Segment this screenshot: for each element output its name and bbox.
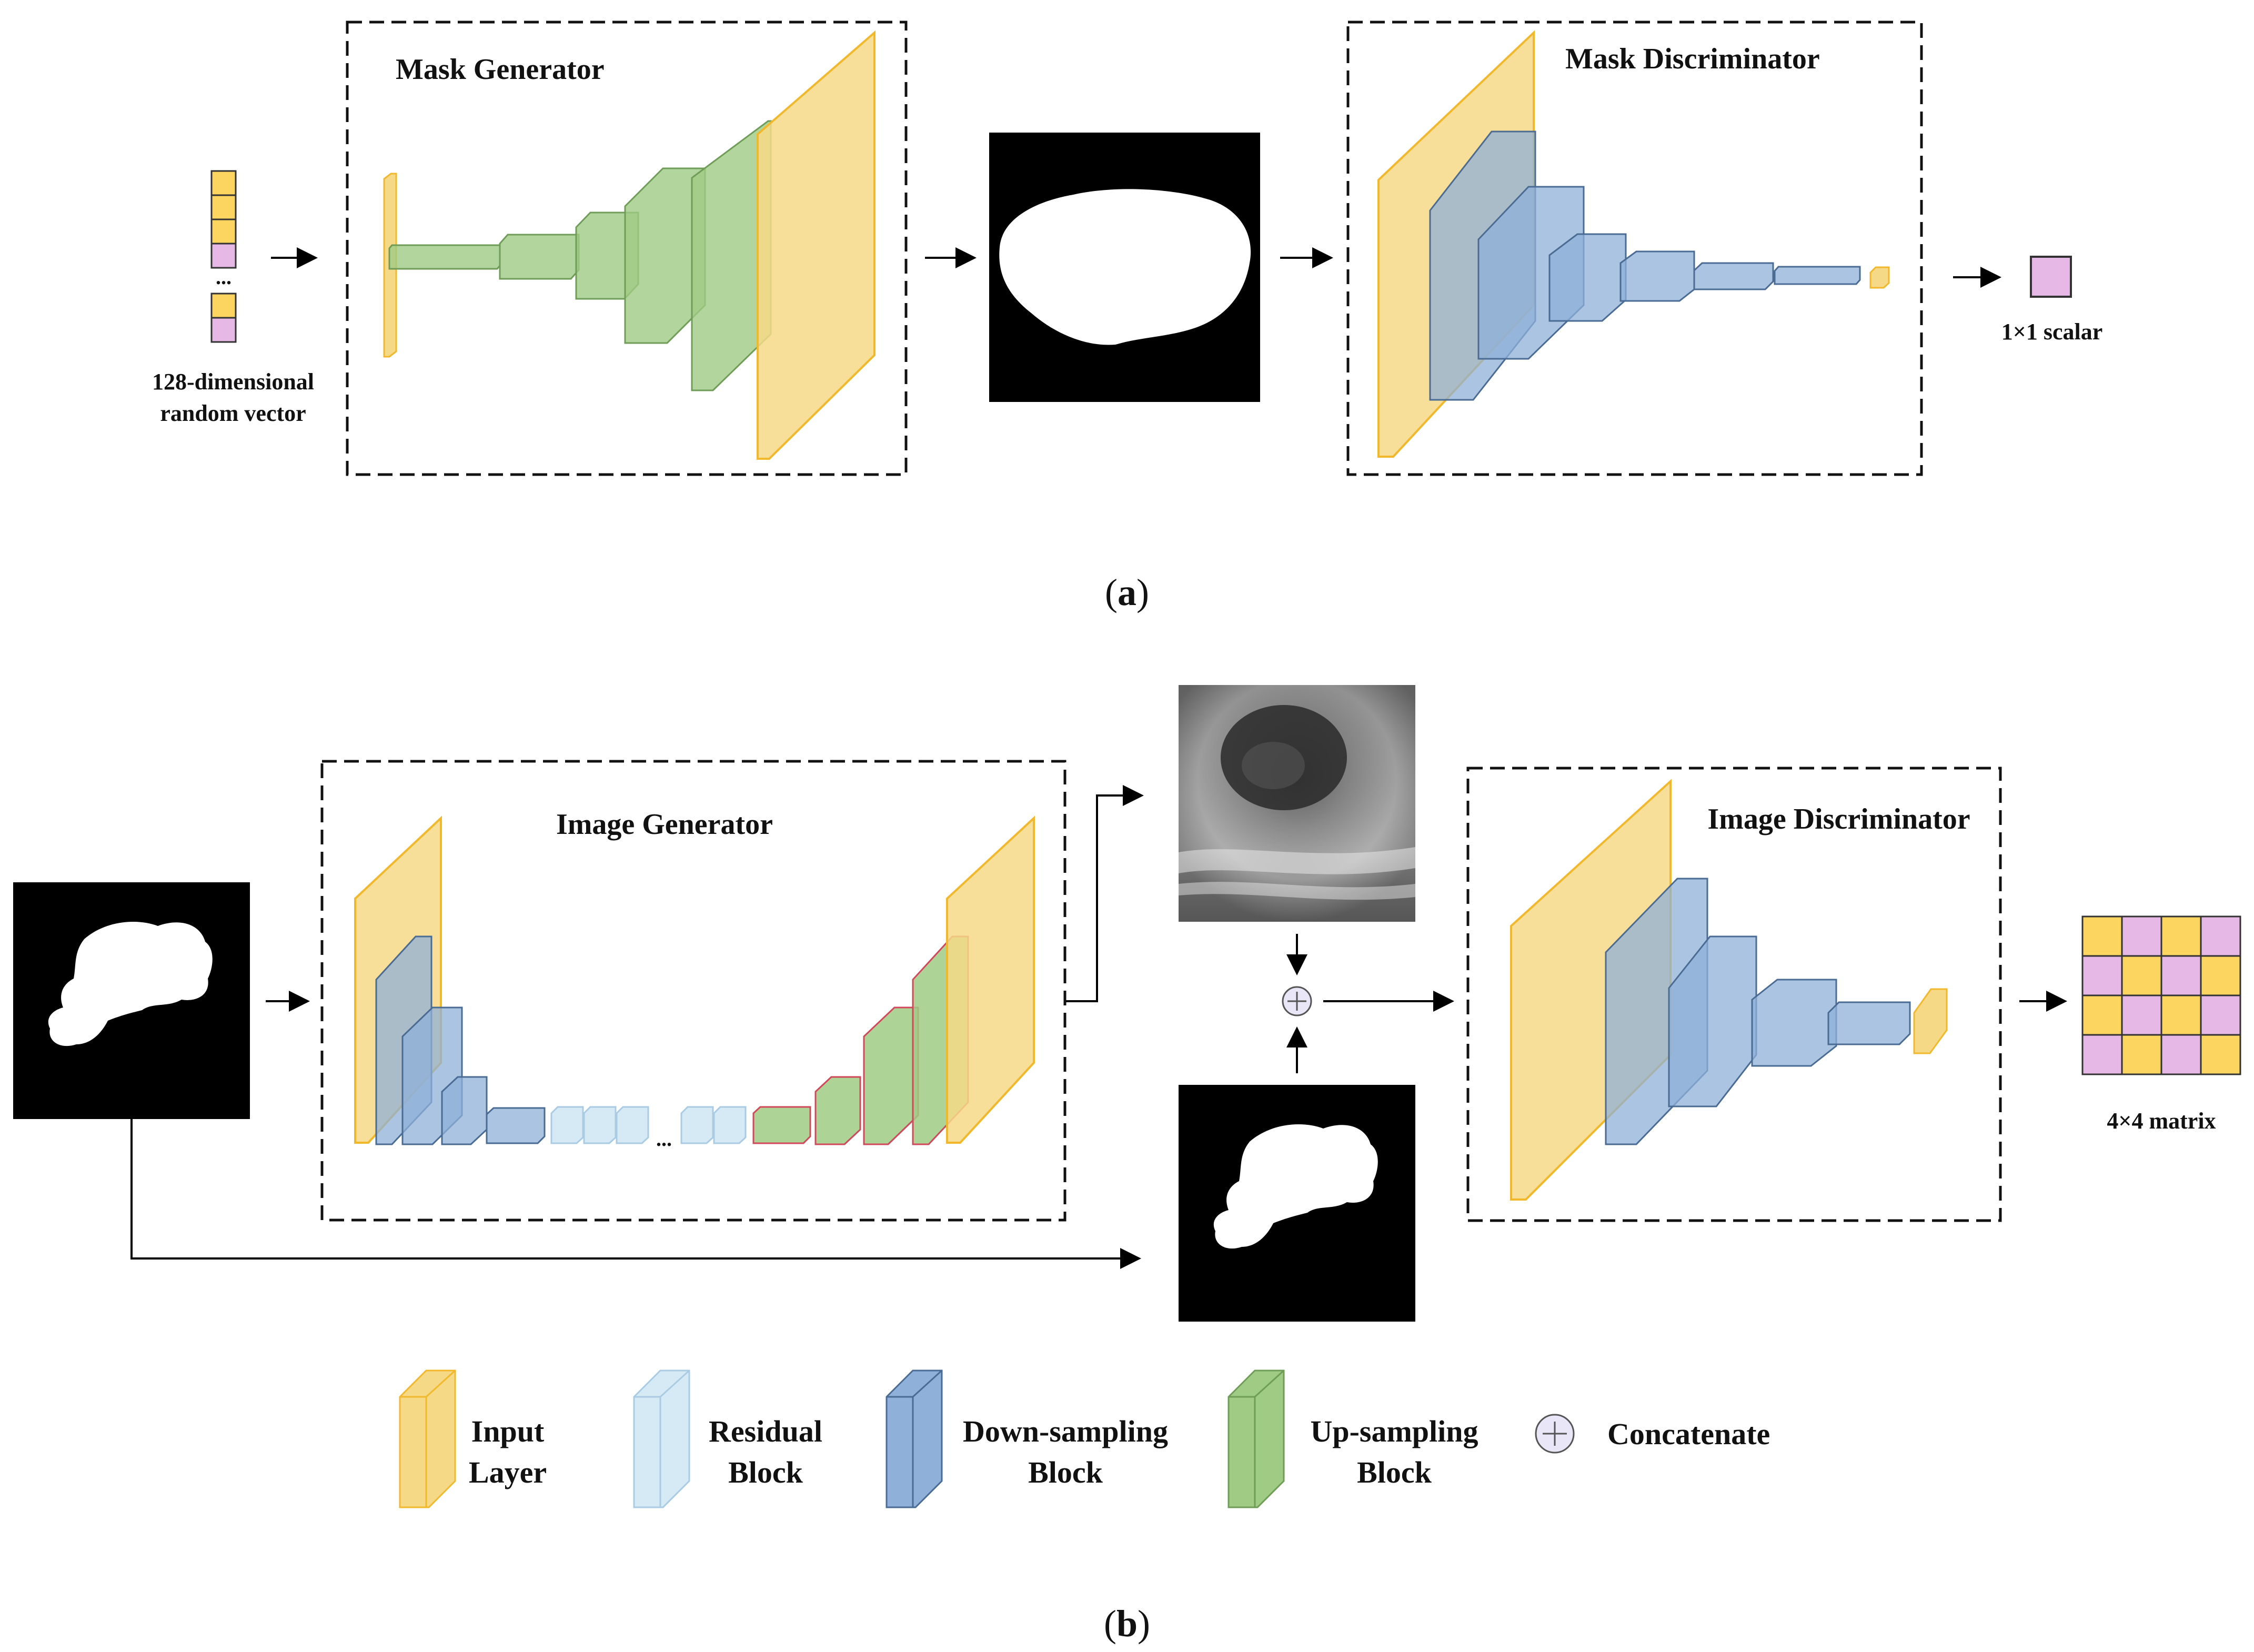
vector-cell <box>210 243 237 269</box>
legend-concatenate: Concatenate <box>1535 1414 1770 1454</box>
legend-label: Input <box>471 1414 545 1448</box>
matrix-cell <box>2081 955 2123 996</box>
scalar-output <box>2030 256 2072 298</box>
random-vector: ... <box>210 170 237 343</box>
concatenate-icon <box>1282 986 1312 1016</box>
matrix-cell <box>2121 915 2162 957</box>
residual-block <box>550 1106 584 1144</box>
down-sampling-block <box>1548 233 1627 322</box>
vector-cell <box>210 194 237 220</box>
up-sampling-block <box>752 1106 811 1144</box>
matrix-cell <box>2121 955 2162 996</box>
vector-label: 128-dimensional <box>152 369 314 395</box>
image-discriminator-layers <box>1510 779 1948 1201</box>
image-discriminator-box <box>1466 767 2002 1222</box>
vector-cell <box>210 293 237 319</box>
legend-up-sampling-block: Up-sampling Block <box>1227 1369 1478 1508</box>
up-sampling-block <box>814 1076 861 1145</box>
up-sampling-block <box>499 234 580 280</box>
arrow <box>1066 785 1144 1002</box>
matrix-cell <box>2081 994 2123 1036</box>
matrix-cell <box>2200 915 2241 957</box>
matrix-cell <box>2121 1034 2162 1075</box>
vector-ellipsis: ... <box>216 265 232 289</box>
panel-a: ... 128-dimensional random vector Mask G… <box>152 21 2102 613</box>
input-layer <box>1869 266 1890 289</box>
mask-generator-box <box>346 21 908 476</box>
mask-generator-title: Mask Generator <box>396 53 605 86</box>
down-sampling-block-swatch-icon <box>886 1369 943 1508</box>
down-sampling-block <box>1774 266 1861 285</box>
legend-label: Up-sampling <box>1310 1414 1478 1448</box>
down-sampling-block <box>1827 1001 1911 1045</box>
concatenate-swatch-icon <box>1535 1414 1575 1454</box>
matrix-cell <box>2160 955 2202 996</box>
up-sampling-block-swatch-icon <box>1227 1369 1285 1508</box>
residual-ellipsis: ... <box>656 1127 672 1151</box>
legend-label: Residual <box>709 1414 822 1448</box>
legend-label: Block <box>1028 1455 1103 1489</box>
input-layer <box>757 30 876 460</box>
skip-connection <box>130 1119 1141 1269</box>
image-generator-layers: ... <box>354 815 1035 1151</box>
matrix-cell <box>2081 915 2123 957</box>
mask-discriminator-layers <box>1377 30 1890 458</box>
residual-block-swatch-icon <box>633 1369 690 1508</box>
legend-residual-block: Residual Block <box>633 1369 822 1508</box>
down-sampling-block <box>1693 262 1774 290</box>
input-layer <box>1913 988 1948 1054</box>
vector-cell <box>210 218 237 245</box>
matrix-cell <box>2081 1034 2123 1075</box>
caption-b: (b) <box>1104 1603 1150 1645</box>
matrix-cell <box>2121 994 2162 1036</box>
synthetic-ultrasound-image <box>1179 685 1415 922</box>
caption-a: (a) <box>1105 571 1149 613</box>
input-layer <box>1510 779 1672 1201</box>
residual-block <box>713 1106 747 1144</box>
up-sampling-block <box>388 244 501 270</box>
matrix-cell <box>2160 1034 2202 1075</box>
down-sampling-block <box>1751 979 1837 1067</box>
legend-label: Layer <box>469 1455 547 1489</box>
image-discriminator-title: Image Discriminator <box>1707 803 1970 835</box>
down-sampling-block <box>486 1107 546 1144</box>
legend-label: Block <box>728 1455 803 1489</box>
input-layer-swatch-icon <box>399 1369 456 1508</box>
legend-down-sampling-block: Down-sampling Block <box>886 1369 1168 1508</box>
down-sampling-block <box>441 1076 488 1145</box>
residual-block <box>616 1106 649 1144</box>
up-sampling-block <box>863 1006 919 1145</box>
matrix-cell <box>2160 915 2202 957</box>
matrix-output <box>2081 915 2241 1075</box>
generated-mask-image <box>989 133 1260 402</box>
input-mask-image <box>13 882 250 1119</box>
matrix-label: 4×4 matrix <box>2107 1108 2216 1134</box>
legend-input-layer: Input Layer <box>399 1369 547 1508</box>
scalar-label: 1×1 scalar <box>2001 319 2102 345</box>
matrix-cell <box>2200 955 2241 996</box>
matrix-cell <box>2200 1034 2241 1075</box>
matrix-cell <box>2200 994 2241 1036</box>
legend: Input Layer Residual Block Down-sampling… <box>399 1369 1770 1508</box>
legend-label: Down-sampling <box>963 1414 1168 1448</box>
residual-block <box>680 1106 714 1144</box>
residual-block <box>583 1106 617 1144</box>
vector-cell <box>210 170 237 196</box>
legend-label: Block <box>1357 1455 1432 1489</box>
conditioning-mask-image <box>1179 1085 1415 1322</box>
mask-discriminator-box <box>1346 21 1923 476</box>
input-layer <box>946 815 1035 1144</box>
vector-label: random vector <box>160 400 306 426</box>
down-sampling-block <box>1619 250 1695 302</box>
mask-generator-layers <box>383 30 876 460</box>
vector-cell <box>210 317 237 343</box>
panel-b: Image Generator ... <box>13 685 2241 1322</box>
mask-discriminator-title: Mask Discriminator <box>1565 43 1820 75</box>
matrix-cell <box>2160 994 2202 1036</box>
image-generator-title: Image Generator <box>556 808 773 841</box>
legend-label: Concatenate <box>1607 1417 1770 1451</box>
image-generator-box <box>320 760 1066 1222</box>
